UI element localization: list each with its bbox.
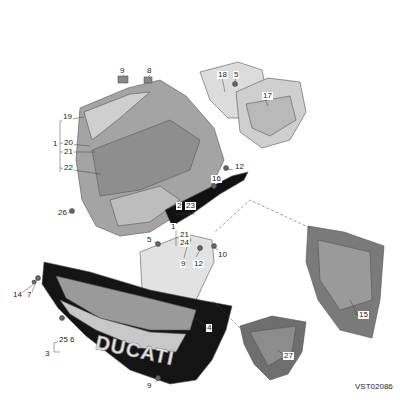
- callout-number: 16: [211, 175, 222, 183]
- callout-number: 18: [217, 71, 228, 79]
- callout-number: 8: [146, 67, 152, 75]
- callout-number: 17: [262, 92, 273, 100]
- callout-number: 6: [69, 336, 75, 344]
- callout-number: 12: [234, 163, 245, 171]
- callout-number: 3: [44, 350, 50, 358]
- callout-number: 14: [12, 291, 23, 299]
- callout-number: 25: [58, 336, 69, 344]
- callout-number: 22: [63, 164, 74, 172]
- callout-number: 9: [119, 67, 125, 75]
- callout-number: 12: [193, 260, 204, 268]
- callout-number: 19: [62, 113, 73, 121]
- callout-number: 4: [206, 324, 212, 332]
- callout-number: 21: [179, 231, 190, 239]
- callout-number: 9: [146, 382, 152, 390]
- callout-number: 15: [358, 311, 369, 319]
- callout-number: 27: [283, 352, 294, 360]
- callout-number: 1: [170, 223, 176, 231]
- callout-number: 2: [176, 202, 182, 210]
- drawing-code: VST02086: [354, 383, 394, 391]
- callout-number: 23: [185, 202, 196, 210]
- callout-number: 9: [180, 260, 186, 268]
- callout-number: 20: [63, 139, 74, 147]
- callout-number: 5: [146, 236, 152, 244]
- callout-number: 24: [179, 239, 190, 247]
- callout-number: 1: [52, 140, 58, 148]
- callout-number: 26: [57, 209, 68, 217]
- callout-number: 21: [63, 148, 74, 156]
- callout-number: 7: [26, 291, 32, 299]
- callout-number: 5: [233, 71, 239, 79]
- callout-number: 10: [217, 251, 228, 259]
